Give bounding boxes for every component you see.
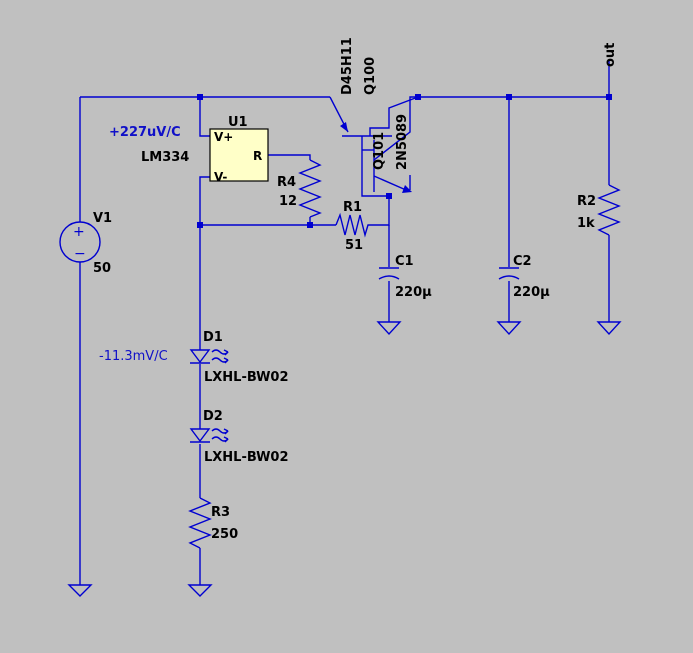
d1-led[interactable]: D1 LXHL-BW02 -11.3mV/C [99,330,289,385]
r3-resistor[interactable]: R3 250 [188,497,238,549]
v1-label: V1 [93,211,112,226]
out-label: out [603,43,618,67]
r1-value: 51 [345,238,363,253]
r1-resistor[interactable]: R1 51 [335,200,372,253]
wires [79,60,610,585]
q101-transistor[interactable]: Q101 2N5089 [361,96,418,197]
r3-label: R3 [211,505,230,520]
u1-part: LM334 [141,150,189,165]
out-net-label: out [603,43,618,67]
r4-value: 12 [279,194,297,209]
ground-v1 [67,584,93,597]
ground-r2 [596,321,622,336]
ground-c2 [496,321,522,336]
q100-label: Q100 [363,57,378,95]
v1-value: 50 [93,261,111,276]
r2-value: 1k [577,216,595,231]
r3-value: 250 [211,527,238,542]
d1-part: LXHL-BW02 [204,370,289,385]
r4-resistor[interactable]: R4 12 [277,159,322,218]
r4-label: R4 [277,175,296,190]
r2-label: R2 [577,194,596,209]
c1-label: C1 [395,254,414,269]
c1-value: 220µ [395,285,432,300]
v1-plus-sign: + [73,224,85,240]
d1-label: D1 [203,330,223,345]
q101-label: Q101 [372,132,387,170]
q101-part: 2N5089 [395,114,410,170]
u1-pin-vplus: V+ [214,130,233,144]
u1-lm334[interactable]: U1 V+ R V- LM334 +227uV/C [109,115,269,184]
v1-minus-sign: − [74,246,86,262]
d2-led[interactable]: D2 LXHL-BW02 [189,409,289,465]
d2-part: LXHL-BW02 [204,450,289,465]
c2-label: C2 [513,254,532,269]
r1-label: R1 [343,200,362,215]
c1-capacitor[interactable]: C1 220µ [378,254,432,300]
c2-capacitor[interactable]: C2 220µ [498,254,550,300]
d1-tempco: -11.3mV/C [99,349,168,364]
d2-label: D2 [203,409,223,424]
c2-value: 220µ [513,285,550,300]
u1-label: U1 [228,115,248,130]
r2-resistor[interactable]: R2 1k [577,184,621,236]
u1-pin-r: R [253,149,262,163]
q100-part: D45H11 [340,37,355,95]
v1-source[interactable]: + − V1 50 [59,211,112,276]
u1-pin-vminus: V- [214,170,227,184]
ground-r3 [187,584,213,597]
u1-tempco: +227uV/C [109,125,181,140]
ground-c1 [376,321,402,336]
q100-transistor[interactable]: D45H11 Q100 [329,37,419,137]
